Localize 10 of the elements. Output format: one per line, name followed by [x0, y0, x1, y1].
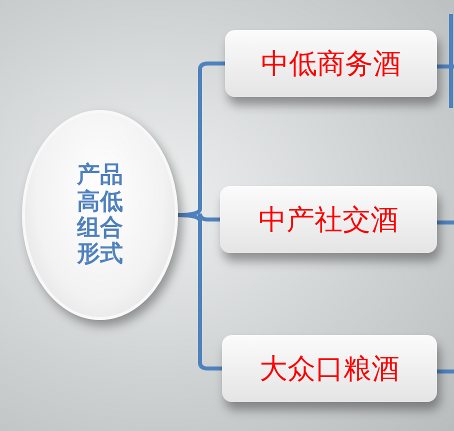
category-box — [222, 335, 437, 402]
topic-label: 产品高低组合形式 — [77, 162, 123, 268]
category-label: 中低商务酒 — [261, 46, 401, 82]
category-box — [225, 30, 437, 97]
category-label: 大众口粮酒 — [260, 350, 400, 386]
connector-line — [437, 64, 454, 68]
category-box — [220, 186, 437, 253]
category-label: 中产社交酒 — [258, 202, 398, 238]
connector-line — [437, 370, 454, 374]
connector-line — [437, 220, 454, 224]
